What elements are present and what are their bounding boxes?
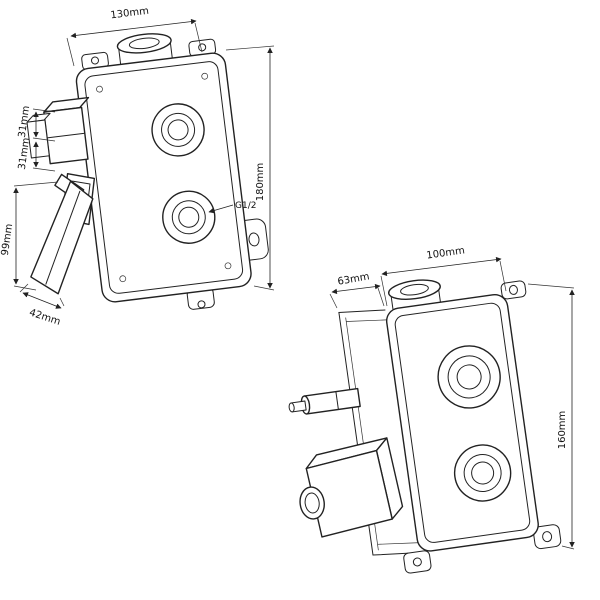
dim-31mm-lower-label: 31mm — [17, 137, 32, 170]
screw-hole — [90, 56, 99, 65]
dim-31mm-upper-label: 31mm — [17, 105, 32, 138]
dim-63mm-label: 63mm — [337, 271, 371, 287]
upper-outlet-port — [437, 345, 501, 409]
dim-100mm: 100mm — [380, 245, 507, 307]
mounting-ears — [403, 280, 562, 574]
dim-130mm: 130mm — [66, 6, 203, 67]
screw-hole — [542, 531, 553, 543]
handle-lever — [30, 172, 96, 295]
screw-hole — [508, 284, 518, 295]
lower-outlet-port — [162, 190, 216, 244]
dim-160mm-label: 160mm — [557, 411, 568, 450]
screw-hole — [412, 557, 422, 567]
lower-outlet-port — [453, 444, 512, 502]
valve-plate — [75, 52, 252, 303]
upper-outlet-port — [151, 103, 205, 157]
diverter-box — [299, 437, 404, 538]
spindle-shaft — [288, 387, 361, 415]
thread-label: G1/2 — [235, 201, 256, 211]
iso-valve-body — [288, 279, 562, 574]
dim-100mm-label: 100mm — [426, 245, 466, 261]
valve-plate-inner — [84, 61, 244, 294]
dim-31mm-upper: 31mm — [17, 105, 56, 142]
dim-42mm-label: 42mm — [28, 307, 62, 327]
dim-31mm-lower: 31mm — [17, 137, 56, 172]
diverter-knob — [299, 486, 325, 520]
dim-160mm: 160mm — [527, 283, 575, 550]
screw-hole — [248, 232, 260, 247]
dim-180mm: 180mm — [225, 45, 275, 291]
front-valve-body — [26, 33, 269, 310]
screw-hole — [197, 300, 206, 309]
thread-callout: G1/2 — [208, 201, 256, 214]
dim-130mm-label: 130mm — [110, 6, 150, 22]
screw-hole — [198, 43, 207, 52]
iso-view-group: 63mm 100mm 160mm — [288, 245, 575, 574]
valve-plate — [385, 294, 539, 552]
dim-180mm-label: 180mm — [255, 163, 266, 202]
dim-99mm-label: 99mm — [0, 223, 15, 256]
valve-plate-inner — [394, 302, 531, 543]
dim-99mm: 99mm — [0, 181, 59, 291]
front-view-group: 130mm 31mm 31mm 99mm 42mm — [0, 6, 275, 328]
top-inlet-port — [387, 279, 442, 311]
dim-63mm: 63mm — [329, 271, 385, 309]
